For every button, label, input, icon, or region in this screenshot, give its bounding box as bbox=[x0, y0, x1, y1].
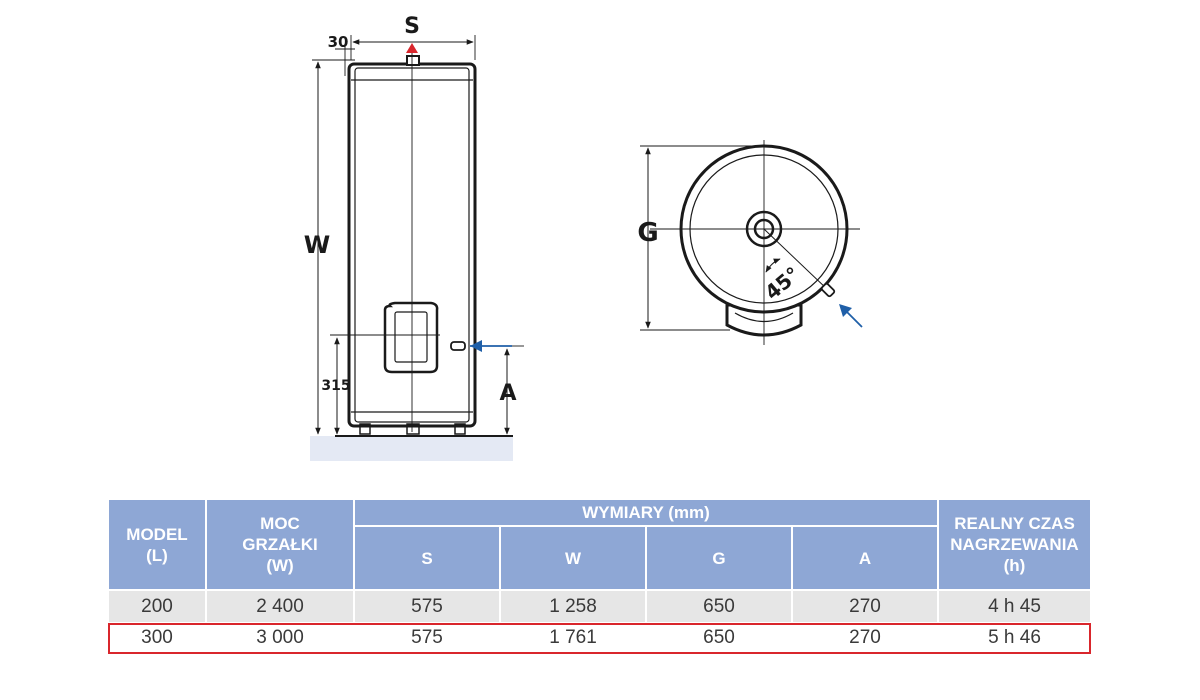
label-s: S bbox=[404, 14, 420, 39]
side-view: S 30 W 315 A bbox=[304, 14, 524, 461]
label-w: W bbox=[304, 231, 330, 259]
table-row: 300 3 000 575 1 761 650 270 5 h 46 bbox=[107, 622, 1092, 653]
header-w: W bbox=[499, 525, 647, 591]
angle-ray bbox=[763, 228, 829, 291]
cell-a: 270 bbox=[791, 590, 939, 622]
control-panel bbox=[383, 301, 439, 374]
side-inlet-stub bbox=[820, 282, 836, 298]
cell-s: 575 bbox=[353, 590, 501, 622]
header-heating-time: REALNY CZAS NAGRZEWANIA (h) bbox=[937, 498, 1092, 591]
cell-g: 650 bbox=[645, 590, 793, 622]
floor-plate bbox=[310, 436, 513, 461]
cell-w: 1 258 bbox=[499, 590, 647, 622]
dimension-w: W bbox=[304, 61, 330, 435]
header-power: MOC GRZAŁKI (W) bbox=[205, 498, 355, 591]
header-a: A bbox=[791, 525, 939, 591]
cold-water-arrow bbox=[470, 340, 524, 352]
cell-model: 300 bbox=[107, 622, 207, 653]
header-model: MODEL (L) bbox=[107, 498, 207, 591]
label-inlet-height: 315 bbox=[321, 378, 350, 394]
header-g: G bbox=[645, 525, 793, 591]
table-row: 200 2 400 575 1 258 650 270 4 h 45 bbox=[107, 590, 1092, 622]
inlet-pipe bbox=[450, 341, 466, 351]
dimension-inlet-height: 315 bbox=[321, 337, 351, 435]
hot-water-arrow bbox=[406, 43, 418, 53]
header-s: S bbox=[353, 525, 501, 591]
cell-model: 200 bbox=[107, 590, 207, 622]
cell-power: 3 000 bbox=[205, 622, 355, 653]
spec-table: MODEL (L) MOC GRZAŁKI (W) WYMIARY (mm) R… bbox=[107, 498, 1092, 653]
cell-time: 5 h 46 bbox=[937, 622, 1092, 653]
cell-s: 575 bbox=[353, 622, 501, 653]
cell-g: 650 bbox=[645, 622, 793, 653]
angle-arc-arrow bbox=[765, 258, 781, 273]
top-view: 45° G bbox=[637, 140, 863, 345]
cell-power: 2 400 bbox=[205, 590, 355, 622]
label-top-offset: 30 bbox=[328, 33, 349, 51]
cell-a: 270 bbox=[791, 622, 939, 653]
cell-w: 1 761 bbox=[499, 622, 647, 653]
technical-drawing: S 30 W 315 A bbox=[304, 14, 863, 461]
header-dimensions: WYMIARY (mm) bbox=[353, 498, 939, 527]
dimension-top-offset: 30 bbox=[312, 33, 355, 76]
label-a: A bbox=[499, 381, 516, 406]
dimension-s: S bbox=[350, 14, 476, 60]
label-g: G bbox=[637, 218, 658, 248]
dimension-g: G bbox=[637, 145, 764, 331]
top-view-cold-arrow bbox=[839, 304, 863, 328]
cell-time: 4 h 45 bbox=[937, 590, 1092, 622]
dimension-a: A bbox=[499, 348, 517, 435]
